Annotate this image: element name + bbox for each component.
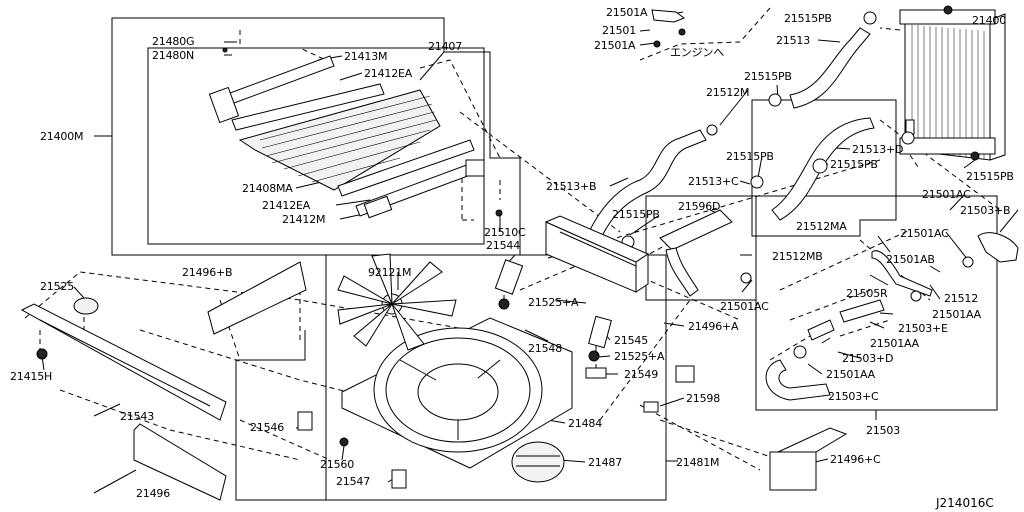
label-21496b: 21496+B xyxy=(182,266,232,279)
label-21481m: 21481M xyxy=(676,456,719,469)
label-21513: 21513 xyxy=(776,34,810,47)
label-engine-note: エンジンへ xyxy=(670,46,724,59)
label-21515pb-5: 21515PB xyxy=(966,170,1014,183)
label-21501aa-2: 21501AA xyxy=(870,337,920,350)
label-21412ea-top: 21412EA xyxy=(364,67,413,80)
label-21598: 21598 xyxy=(686,392,720,405)
label-21484: 21484 xyxy=(568,417,602,430)
condenser-assembly xyxy=(208,47,503,219)
label-21501ab: 21501AB xyxy=(886,253,935,266)
label-21512: 21512 xyxy=(944,292,978,305)
label-21513c: 21513+C xyxy=(688,175,739,188)
label-21480g: 21480G xyxy=(152,35,194,48)
label-21560: 21560 xyxy=(320,458,354,471)
label-21515pb-1: 21515PB xyxy=(784,12,832,25)
label-21501aa-1: 21501AA xyxy=(932,308,982,321)
label-21515pb-2: 21515PB xyxy=(744,70,792,83)
label-21515pb-3: 21515PB xyxy=(726,150,774,163)
label-92121m: 92121M xyxy=(368,266,411,279)
label-21515pb-4: 21515PB xyxy=(830,158,878,171)
label-21512m: 21512M xyxy=(706,86,749,99)
label-21496c: 21496+C xyxy=(830,453,881,466)
label-21503b: 21503+B xyxy=(960,204,1010,217)
label-21496: 21496 xyxy=(136,487,170,500)
fan-shroud xyxy=(297,253,695,489)
reservoir-hoses xyxy=(740,232,1019,401)
label-21487: 21487 xyxy=(588,456,622,469)
label-21501ac-2: 21501AC xyxy=(900,227,949,240)
label-21549: 21549 xyxy=(624,368,658,381)
label-21543: 21543 xyxy=(120,410,154,423)
label-21412m: 21412M xyxy=(282,213,325,226)
reservoir-tank xyxy=(544,209,733,297)
fan-shroud-group-box xyxy=(325,254,667,501)
label-21496a: 21496+A xyxy=(688,320,739,333)
label-21544: 21544 xyxy=(486,239,520,252)
label-21512ma: 21512MA xyxy=(796,220,847,233)
label-21407: 21407 xyxy=(428,40,462,53)
hoses-upper xyxy=(589,9,915,249)
label-21501: 21501 xyxy=(602,24,636,37)
label-21525a-1: 21525+A xyxy=(528,296,579,309)
label-21501ac-1: 21501AC xyxy=(922,188,971,201)
label-21503: 21503 xyxy=(866,424,900,437)
label-21513d: 21513+D xyxy=(852,143,903,156)
upper-hose-group-box xyxy=(751,99,897,237)
label-21501aa-3: 21501AA xyxy=(826,368,876,381)
label-21415h: 21415H xyxy=(10,370,52,383)
label-21501a-1: 21501A xyxy=(606,6,648,19)
diagram-code: J214016C xyxy=(935,496,994,510)
group-boxes xyxy=(111,17,998,501)
label-21525a-2: 21525+A xyxy=(614,350,665,363)
label-21513b: 21513+B xyxy=(546,180,596,193)
lower-left-parts xyxy=(20,261,848,501)
labels: 21400 21400M 21407 21480G 21480N 21413M … xyxy=(10,6,1014,510)
label-21501ac-3: 21501AC xyxy=(720,300,769,313)
label-21412ea-bottom: 21412EA xyxy=(262,199,311,212)
label-21501a-2: 21501A xyxy=(594,39,636,52)
label-21548: 21548 xyxy=(528,342,562,355)
label-21547: 21547 xyxy=(336,475,370,488)
label-21510c: 21510C xyxy=(484,226,526,239)
radiator xyxy=(899,5,1006,161)
label-21503d: 21503+D xyxy=(842,352,893,365)
fan-group-left-box xyxy=(235,360,326,501)
label-21512mb: 21512MB xyxy=(772,250,823,263)
label-21480n: 21480N xyxy=(152,49,194,62)
label-21505r: 21505R xyxy=(846,287,888,300)
label-21400m: 21400M xyxy=(40,130,83,143)
label-21408ma: 21408MA xyxy=(242,182,293,195)
label-21525: 21525 xyxy=(40,280,74,293)
label-21400: 21400 xyxy=(972,14,1006,27)
label-21546: 21546 xyxy=(250,421,284,434)
label-21596d: 21596D xyxy=(678,200,720,213)
label-21515pb-6: 21515PB xyxy=(612,208,660,221)
fan-group-left-box-top xyxy=(236,330,306,361)
condenser-group-box xyxy=(111,17,521,256)
label-21503c: 21503+C xyxy=(828,390,879,403)
label-21503e: 21503+E xyxy=(898,322,948,335)
label-21413m: 21413M xyxy=(344,50,387,63)
condenser-inner-box xyxy=(147,47,485,245)
label-21545: 21545 xyxy=(614,334,648,347)
